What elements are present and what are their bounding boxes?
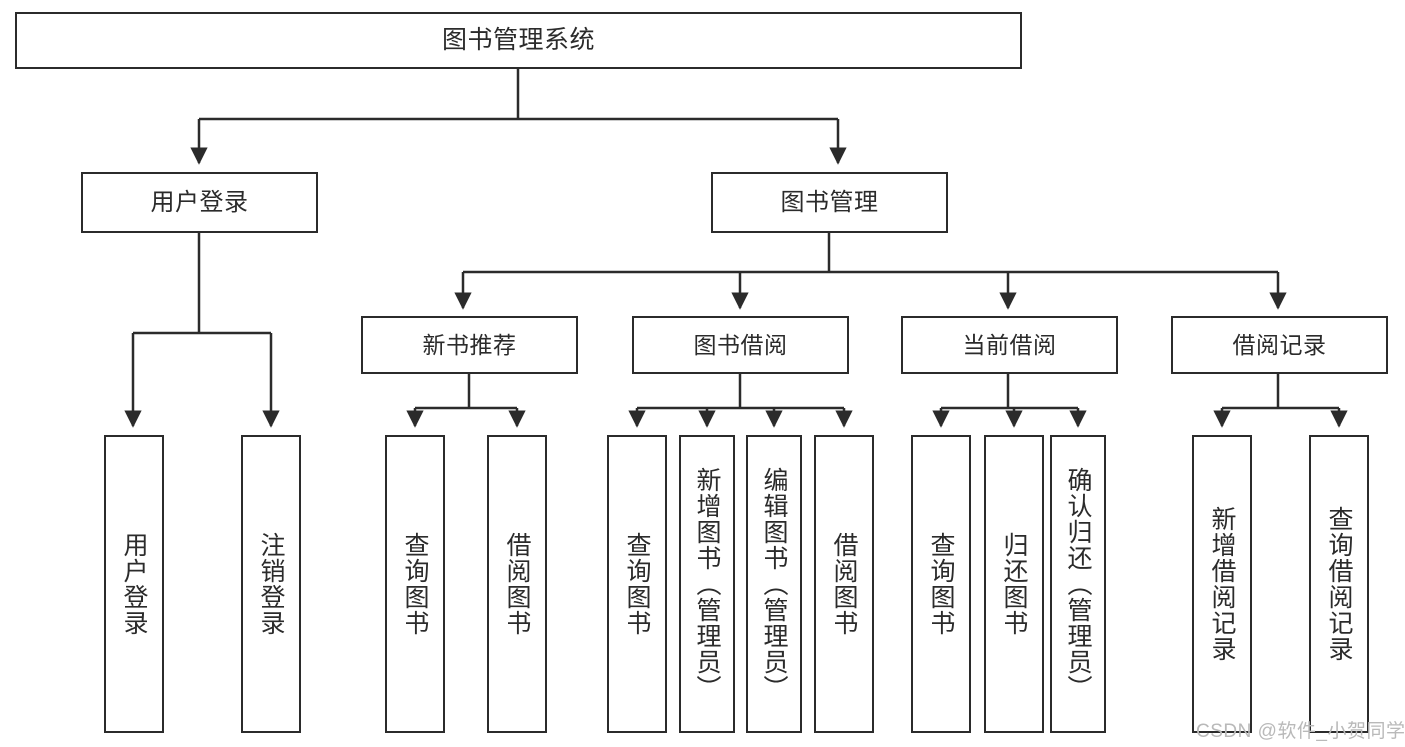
node-leaf-return-book-label: 归还图书: [1000, 532, 1028, 636]
node-leaf-add-record-label: 新增借阅记录: [1208, 506, 1236, 662]
node-leaf-borrow-book-2[interactable]: 借阅图书: [814, 435, 874, 733]
node-leaf-query-book-3[interactable]: 查询图书: [911, 435, 971, 733]
node-borrow-record[interactable]: 借阅记录: [1171, 316, 1388, 374]
node-current-borrow-label: 当前借阅: [962, 331, 1057, 358]
node-leaf-add-record[interactable]: 新增借阅记录: [1192, 435, 1252, 733]
node-new-book-recommend[interactable]: 新书推荐: [361, 316, 578, 374]
node-leaf-confirm-return-label: 确认归还（管理员）: [1064, 467, 1092, 701]
node-leaf-user-login[interactable]: 用户登录: [104, 435, 164, 733]
watermark: CSDN @软件_小贺同学: [1196, 721, 1405, 742]
node-leaf-return-book[interactable]: 归还图书: [984, 435, 1044, 733]
node-leaf-add-book-label: 新增图书（管理员）: [693, 467, 721, 701]
node-leaf-confirm-return[interactable]: 确认归还（管理员）: [1050, 435, 1106, 733]
node-borrow-record-label: 借阅记录: [1232, 331, 1327, 358]
node-leaf-query-book-1-label: 查询图书: [401, 532, 429, 636]
node-leaf-logout[interactable]: 注销登录: [241, 435, 301, 733]
node-leaf-query-book-1[interactable]: 查询图书: [385, 435, 445, 733]
node-leaf-query-book-2-label: 查询图书: [623, 532, 651, 636]
node-book-borrow[interactable]: 图书借阅: [632, 316, 849, 374]
node-book-manage-label: 图书管理: [780, 188, 879, 216]
node-current-borrow[interactable]: 当前借阅: [901, 316, 1118, 374]
node-book-borrow-label: 图书借阅: [693, 331, 788, 358]
node-leaf-query-record[interactable]: 查询借阅记录: [1309, 435, 1369, 733]
node-root-label: 图书管理系统: [441, 26, 595, 55]
node-leaf-borrow-book-2-label: 借阅图书: [830, 532, 858, 636]
node-leaf-borrow-book-1-label: 借阅图书: [503, 532, 531, 636]
node-root[interactable]: 图书管理系统: [15, 12, 1022, 69]
node-leaf-query-record-label: 查询借阅记录: [1325, 506, 1353, 662]
node-leaf-borrow-book-1[interactable]: 借阅图书: [487, 435, 547, 733]
node-leaf-query-book-2[interactable]: 查询图书: [607, 435, 667, 733]
node-leaf-add-book[interactable]: 新增图书（管理员）: [679, 435, 735, 733]
node-leaf-logout-label: 注销登录: [257, 532, 285, 636]
node-user-login[interactable]: 用户登录: [81, 172, 318, 233]
node-leaf-edit-book-label: 编辑图书（管理员）: [760, 467, 788, 701]
node-leaf-edit-book[interactable]: 编辑图书（管理员）: [746, 435, 802, 733]
node-leaf-query-book-3-label: 查询图书: [927, 532, 955, 636]
node-user-login-label: 用户登录: [150, 188, 249, 216]
node-book-manage[interactable]: 图书管理: [711, 172, 948, 233]
node-new-book-recommend-label: 新书推荐: [422, 331, 517, 358]
node-leaf-user-login-label: 用户登录: [120, 532, 148, 636]
